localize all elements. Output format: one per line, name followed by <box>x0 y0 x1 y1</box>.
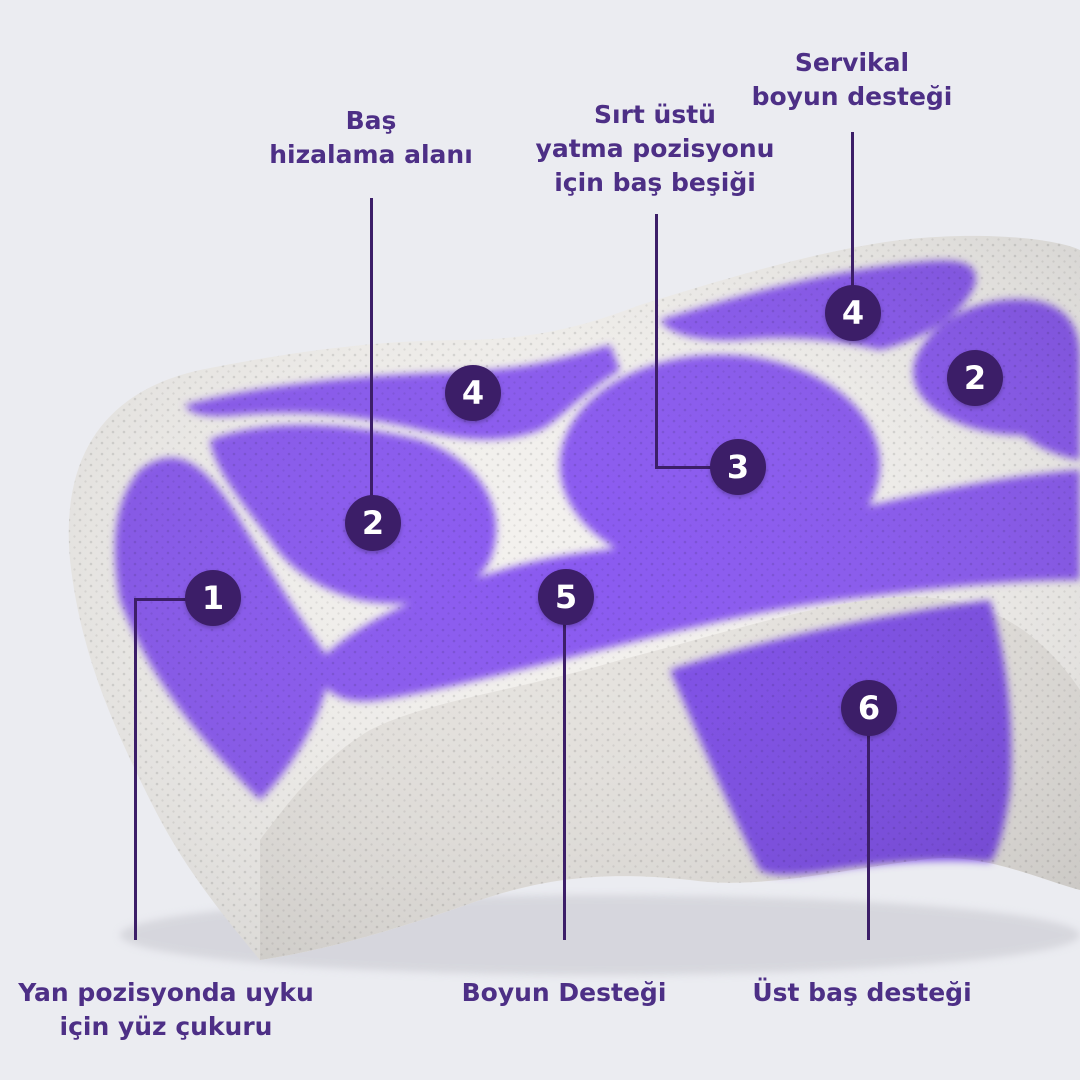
leader-line-3 <box>655 214 658 468</box>
leader-line-4 <box>851 132 854 290</box>
label-ust-bas-line1: Üst baş desteği <box>752 978 972 1007</box>
label-yan-pozisyon: Yan pozisyonda uyku için yüz çukuru <box>18 976 314 1044</box>
label-bas-hizalama-line2: hizalama alanı <box>269 140 473 169</box>
label-servikal: Servikal boyun desteği <box>752 46 953 114</box>
badge-1: 1 <box>185 570 241 626</box>
label-sirt-ustu-line2: yatma pozisyonu <box>535 134 775 163</box>
label-yan-pozisyon-line1: Yan pozisyonda uyku <box>18 978 314 1007</box>
badge-3: 3 <box>710 439 766 495</box>
badge-5: 5 <box>538 569 594 625</box>
badge-4-right: 4 <box>825 285 881 341</box>
label-servikal-line2: boyun desteği <box>751 82 953 111</box>
leader-line-6 <box>867 730 870 940</box>
badge-2-right: 2 <box>947 350 1003 406</box>
badge-4-left: 4 <box>445 365 501 421</box>
label-ust-bas: Üst baş desteği <box>752 976 971 1010</box>
leader-line-1 <box>134 598 137 940</box>
leader-line-1-horizontal <box>134 598 190 601</box>
label-boyun-destegi: Boyun Desteği <box>462 976 667 1010</box>
leader-line-3-horizontal <box>655 466 713 469</box>
badge-6: 6 <box>841 680 897 736</box>
label-bas-hizalama: Baş hizalama alanı <box>269 104 473 172</box>
label-boyun-destegi-line1: Boyun Desteği <box>461 978 667 1007</box>
label-servikal-line1: Servikal <box>794 48 910 77</box>
label-yan-pozisyon-line2: için yüz çukuru <box>59 1012 273 1041</box>
label-sirt-ustu-line1: Sırt üstü <box>593 100 716 129</box>
leader-line-5 <box>563 620 566 940</box>
leader-line-2 <box>370 198 373 508</box>
label-sirt-ustu-line3: için baş beşiği <box>554 168 756 197</box>
badge-2-left: 2 <box>345 495 401 551</box>
label-sirt-ustu: Sırt üstü yatma pozisyonu için baş beşiğ… <box>536 98 775 200</box>
label-bas-hizalama-line1: Baş <box>345 106 397 135</box>
